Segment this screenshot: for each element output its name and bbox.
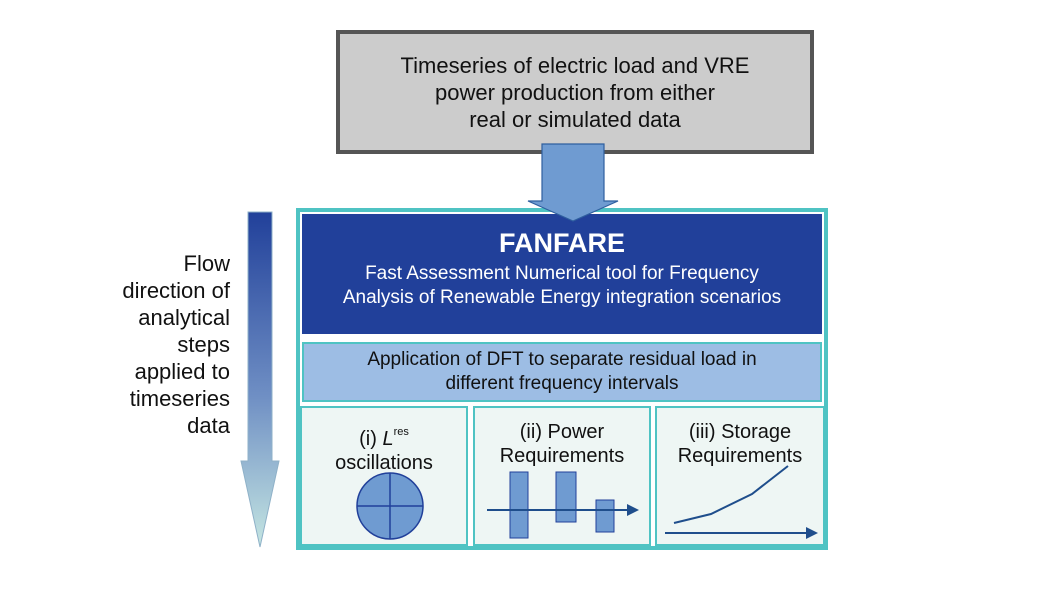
input-data-text: Timeseries of electric load and VRE powe… <box>400 52 750 132</box>
panel-oscillations-prefix: (i) <box>359 428 383 450</box>
panel-storage-title: (iii) Storage Requirements <box>677 421 803 467</box>
fanfare-title: FANFARE <box>498 228 625 258</box>
input-data-box: Timeseries of electric load and VRE powe… <box>336 30 814 154</box>
panel-oscillations-line2: oscillations <box>335 452 433 474</box>
panel-oscillations-superscript: res <box>393 426 409 438</box>
rising-line-icon <box>665 465 818 539</box>
panel-oscillations-variable: L <box>382 428 394 450</box>
fanfare-subtitle: Fast Assessment Numerical tool for Frequ… <box>342 263 782 308</box>
circle-quadrant-icon <box>356 472 424 540</box>
dft-step: Application of DFT to separate residual … <box>302 342 822 402</box>
fanfare-header: FANFARE Fast Assessment Numerical tool f… <box>302 214 822 334</box>
down-arrow-icon <box>527 143 619 222</box>
panel-oscillations: (i) Lres oscillations <box>300 406 468 546</box>
dft-text: Application of DFT to separate residual … <box>367 349 757 394</box>
bar-chart-icon <box>487 471 639 539</box>
panel-power-title: (ii) Power Requirements <box>499 421 625 467</box>
panel-storage-requirements: (iii) Storage Requirements <box>655 406 825 546</box>
flow-direction-label: Flow direction of analytical steps appli… <box>122 251 230 438</box>
panel-oscillations-title: (i) Lres oscillations <box>302 420 466 475</box>
panel-power-requirements: (ii) Power Requirements <box>473 406 651 546</box>
flow-direction-arrow-icon <box>240 211 280 548</box>
